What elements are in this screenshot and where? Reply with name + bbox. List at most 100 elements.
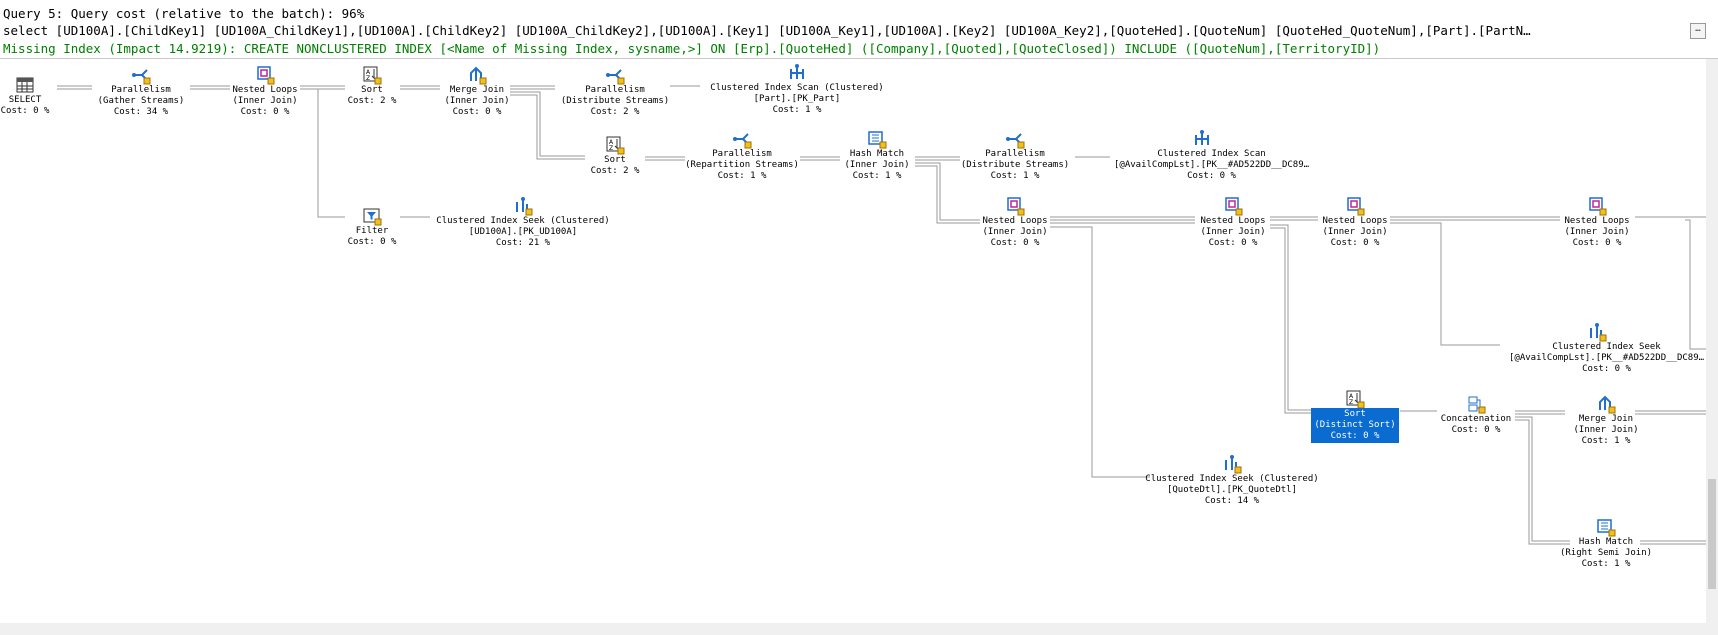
- plan-node-parallelism-distribute-1[interactable]: Parallelism(Distribute Streams)Cost: 2 %: [525, 65, 705, 118]
- plan-node-label-line: Parallelism: [985, 149, 1045, 159]
- plan-node-nested-loops-3[interactable]: Nested Loops(Inner Join)Cost: 0 %: [1143, 196, 1323, 249]
- connector: [510, 91, 585, 160]
- plan-node-label: Clustered Index Seek[@AvailCompLst].[PK_…: [1507, 342, 1706, 375]
- missing-index-hint[interactable]: Missing Index (Impact 14.9219): CREATE N…: [3, 41, 1381, 56]
- vertical-scrollbar[interactable]: [1706, 59, 1718, 635]
- plan-node-merge-join-1[interactable]: Merge Join(Inner Join)Cost: 0 %: [387, 65, 567, 118]
- plan-node-hash-match-2[interactable]: Hash Match(Right Semi Join)Cost: 1 %: [1516, 517, 1696, 570]
- nested-loops-icon: [1005, 196, 1025, 216]
- horizontal-scrollbar[interactable]: [0, 623, 1706, 635]
- query-sql-text[interactable]: select [UD100A].[ChildKey1] [UD100A_Chil…: [3, 23, 1531, 38]
- plan-node-label-line: Cost: 0 %: [1582, 364, 1631, 374]
- connector: [1515, 416, 1570, 545]
- plan-node-label-line: Parallelism: [111, 85, 171, 95]
- plan-node-label-line: Cost: 0 %: [1572, 238, 1622, 248]
- scrollbar-thumb[interactable]: [1708, 479, 1716, 589]
- show-more-button[interactable]: …: [1690, 23, 1706, 39]
- merge-join-icon: [1596, 394, 1616, 414]
- plan-node-ci-seek-availcomp[interactable]: Clustered Index Seek[@AvailCompLst].[PK_…: [1507, 322, 1704, 375]
- plan-node-label-line: (Inner Join): [232, 96, 298, 106]
- plan-node-label-line: Clustered Index Scan: [1157, 149, 1266, 159]
- svg-text:Z: Z: [1349, 399, 1353, 406]
- plan-node-parallelism-gather[interactable]: Parallelism(Gather Streams)Cost: 34 %: [51, 65, 231, 118]
- plan-node-label-line: Nested Loops: [1200, 216, 1266, 226]
- connector: [915, 162, 980, 224]
- plan-node-ci-scan-part[interactable]: Clustered Index Scan (Clustered)[Part].[…: [707, 63, 887, 116]
- plan-node-label-line: Sort: [361, 85, 383, 95]
- query-title: Query 5: Query cost (relative to the bat…: [3, 6, 365, 21]
- plan-node-label-line: Cost: 21 %: [495, 238, 551, 248]
- connector: [1635, 410, 1706, 415]
- plan-node-label-line: Cost: 1 %: [990, 171, 1040, 181]
- plan-node-label-line: [Part].[PK_Part]: [753, 94, 841, 104]
- connector: [1515, 410, 1565, 415]
- plan-node-label-line: Clustered Index Seek (Clustered): [1145, 474, 1319, 484]
- plan-node-label-line: (Inner Join): [1573, 425, 1639, 435]
- connector: [1050, 216, 1195, 224]
- clustered-index-seek-icon: [1222, 454, 1242, 474]
- plan-node-nested-loops-5[interactable]: Nested Loops(Inner Join)Cost: 0 %: [1507, 196, 1687, 249]
- plan-node-label: Merge Join(Inner Join)Cost: 0 %: [442, 85, 511, 118]
- plan-node-label: Clustered Index Scan (Clustered)[Part].[…: [708, 83, 885, 116]
- clustered-index-scan-icon: [787, 63, 807, 83]
- plan-node-nested-loops-4[interactable]: Nested Loops(Inner Join)Cost: 0 %: [1265, 196, 1445, 249]
- plan-node-label: Parallelism(Gather Streams)Cost: 34 %: [96, 85, 187, 118]
- plan-node-merge-join-2[interactable]: Merge Join(Inner Join)Cost: 1 %: [1516, 394, 1696, 447]
- plan-node-label: Nested Loops(Inner Join)Cost: 0 %: [980, 216, 1049, 249]
- plan-node-label-line: Parallelism: [585, 85, 645, 95]
- plan-node-parallelism-repartition[interactable]: Parallelism(Repartition Streams)Cost: 1 …: [652, 129, 832, 182]
- svg-text:A: A: [366, 69, 371, 76]
- plan-node-label-line: (Inner Join): [1200, 227, 1266, 237]
- plan-node-label-line: Cost: 1 %: [772, 105, 822, 115]
- connector: [1640, 540, 1706, 545]
- plan-node-label-line: Cost: 2 %: [347, 96, 397, 106]
- plan-node-label: Clustered Index Seek (Clustered)[QuoteDt…: [1143, 474, 1320, 507]
- connector: [1390, 216, 1560, 221]
- plan-node-label-line: Nested Loops: [1564, 216, 1630, 226]
- plan-node-label-line: Cost: 0 %: [452, 107, 502, 117]
- plan-node-label: Clustered Index Seek (Clustered)[UD100A]…: [434, 216, 611, 249]
- plan-node-label-line: (Right Semi Join): [1559, 548, 1653, 558]
- plan-node-label-line: Cost: 2 %: [590, 107, 640, 117]
- plan-node-label-line: (Inner Join): [1564, 227, 1630, 237]
- svg-text:A: A: [609, 139, 614, 146]
- plan-node-label-line: (Distribute Streams): [560, 96, 670, 106]
- plan-node-ci-seek-quotedtl[interactable]: Clustered Index Seek (Clustered)[QuoteDt…: [1142, 454, 1322, 507]
- connector: [300, 85, 345, 90]
- clustered-index-seek-icon: [1587, 322, 1607, 342]
- plan-node-label-line: (Inner Join): [444, 96, 510, 106]
- select-icon: [15, 75, 35, 95]
- connector: [1270, 224, 1312, 414]
- plan-node-label-line: Cost: 1 %: [717, 171, 767, 181]
- plan-node-label: Nested Loops(Inner Join)Cost: 0 %: [230, 85, 299, 118]
- plan-node-label-line: Clustered Index Seek (Clustered): [436, 216, 610, 226]
- connector: [915, 156, 960, 161]
- plan-node-label-line: [@AvailCompLst].[PK__#AD522DD__DC89…: [1114, 160, 1310, 170]
- plan-node-label-line: Cost: 0 %: [990, 238, 1040, 248]
- plan-node-ci-scan-availcomp[interactable]: Clustered Index Scan[@AvailCompLst].[PK_…: [1112, 129, 1309, 182]
- plan-node-label: Merge Join(Inner Join)Cost: 1 %: [1571, 414, 1640, 447]
- connector: [400, 85, 440, 90]
- plan-node-label-line: (Distinct Sort): [1314, 420, 1396, 430]
- plan-node-label-line: Merge Join: [1578, 414, 1634, 424]
- plan-node-label-line: [QuoteDtl].[PK_QuoteDtl]: [1166, 485, 1298, 495]
- plan-node-ci-seek-ud100a[interactable]: Clustered Index Seek (Clustered)[UD100A]…: [433, 196, 613, 249]
- connector: [1685, 219, 1706, 350]
- plan-node-nested-loops-1[interactable]: Nested Loops(Inner Join)Cost: 0 %: [175, 65, 355, 118]
- nested-loops-icon: [255, 65, 275, 85]
- plan-node-parallelism-distribute-2[interactable]: Parallelism(Distribute Streams)Cost: 1 %: [925, 129, 1105, 182]
- header-divider: [0, 58, 1718, 59]
- plan-node-hash-match-1[interactable]: Hash Match(Inner Join)Cost: 1 %: [787, 129, 967, 182]
- plan-node-nested-loops-2[interactable]: Nested Loops(Inner Join)Cost: 0 %: [925, 196, 1105, 249]
